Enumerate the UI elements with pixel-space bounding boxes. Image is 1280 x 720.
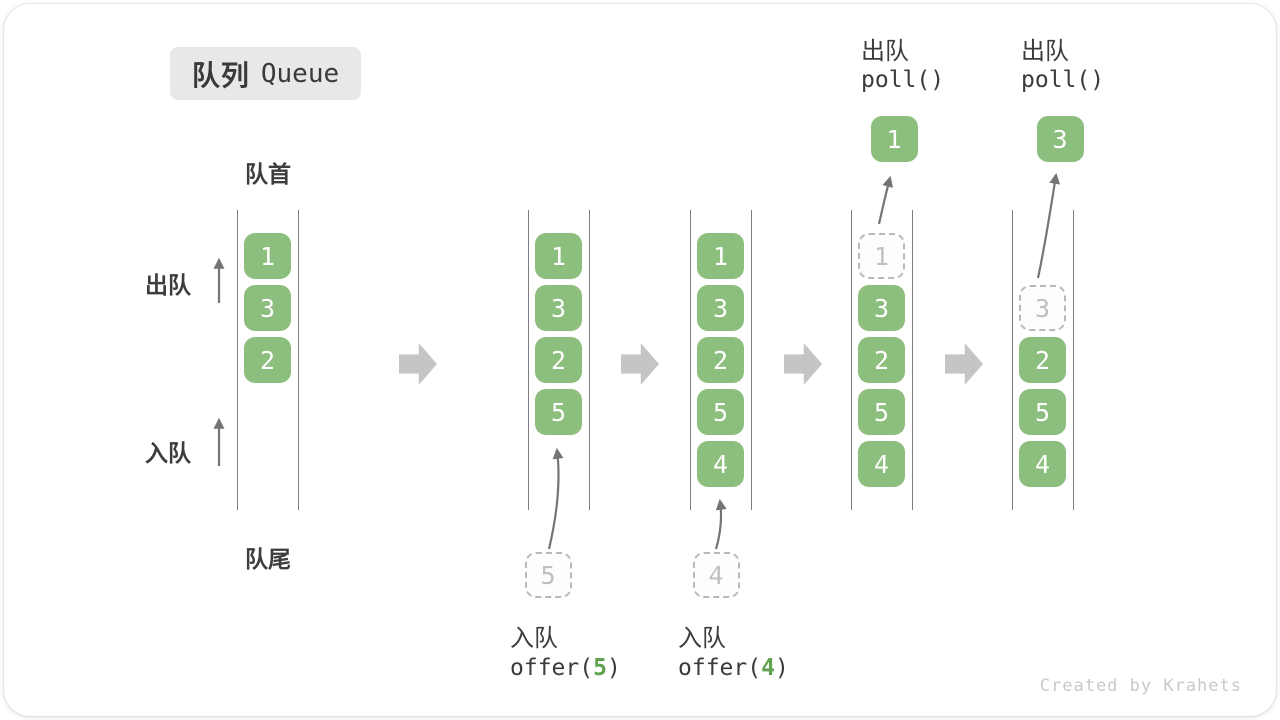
queue-item-1: 1 [697,233,744,279]
queue-item-5: 5 [858,389,905,435]
queue-state-2: 1 3 2 5 [528,210,590,510]
queue-item-3: 3 [858,285,905,331]
queue-item-2: 2 [858,337,905,383]
queue-item-2: 2 [535,337,582,383]
dequeue-op-label: 出队 [861,38,909,65]
result-item-box-1: 1 [870,116,918,162]
queue-state-1: 1 3 2 [237,210,299,510]
queue-front-label: 队首 [245,161,291,187]
title-badge: 队列 Queue [170,47,361,100]
queue-item-2: 2 [1019,337,1066,383]
enqueue-arg: 5 [593,655,607,681]
queue-item-4: 4 [858,441,905,487]
enqueue-op-code: offer(4) [678,655,789,681]
enqueue-arg: 4 [761,655,775,681]
queue-item-3: 3 [244,285,291,331]
enqueue-direction-label: 入队 [145,440,191,466]
queue-item-dashed-3: 3 [1019,285,1066,331]
queue-state-5: 3 2 5 4 [1012,210,1074,510]
queue-item-4: 4 [1019,441,1066,487]
pending-item-box-4: 4 [692,552,740,598]
enqueue-op-label: 入队 [678,625,726,652]
queue-item-dashed-1: 1 [858,233,905,279]
dequeue-op-code: poll() [861,67,945,93]
queue-item-2: 2 [244,337,291,383]
queue-item-3: 3 [697,285,744,331]
result-item-box-3: 3 [1036,116,1084,162]
queue-item-3: 3 [535,285,582,331]
dequeue-op-code: poll() [1021,67,1105,93]
queue-rear-label: 队尾 [245,546,291,572]
title-zh: 队列 [191,59,250,91]
watermark: Created by Krahets [1039,676,1242,696]
queue-item-1: 1 [535,233,582,279]
queue-state-3: 1 3 2 5 4 [690,210,752,510]
queue-item-5: 5 [1019,389,1066,435]
queue-item-1: 1 [244,233,291,279]
queue-item-5: 5 [697,389,744,435]
queue-item-2: 2 [697,337,744,383]
queue-state-4: 1 3 2 5 4 [851,210,913,510]
dequeue-direction-label: 出队 [145,272,191,298]
enqueue-op-code: offer(5) [510,655,621,681]
queue-item-5: 5 [535,389,582,435]
enqueue-op-label: 入队 [510,625,558,652]
title-en: Queue [260,58,340,89]
dequeue-op-label: 出队 [1021,38,1069,65]
pending-item-box-5: 5 [524,552,572,598]
queue-item-4: 4 [697,441,744,487]
